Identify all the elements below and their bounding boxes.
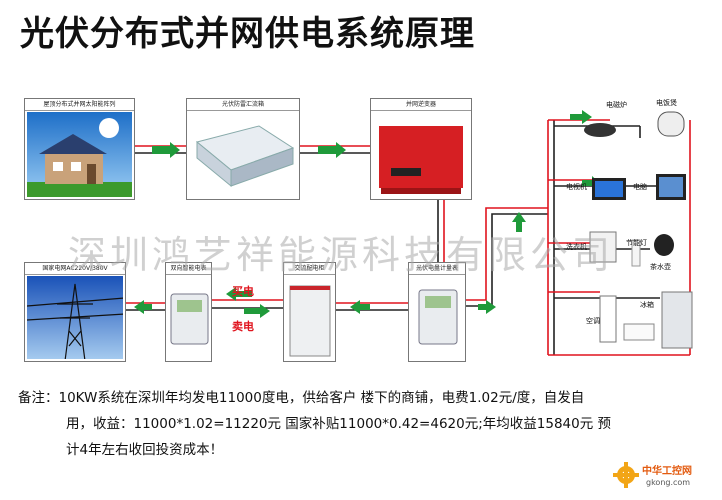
- ac-cabinet-label: 交流配电柜: [284, 263, 335, 275]
- page-title: 光伏分布式并网供电系统原理: [20, 14, 475, 54]
- ac-label: 空调: [586, 317, 600, 325]
- pv-meter-image: [411, 276, 463, 359]
- solar-array-label: 屋顶分布式并网太阳能阵列: [25, 99, 134, 111]
- power-tower-image: [27, 276, 123, 359]
- fridge-label: 冰箱: [640, 301, 654, 309]
- pv-meter-box: 光伏电量计量表: [408, 262, 466, 362]
- inverter-box: 并网逆变器: [370, 98, 472, 200]
- pv-meter-label: 光伏电量计量表: [409, 263, 465, 275]
- note-line-2: 用，收益：11000*1.02=11220元 国家补贴11000*0.42=46…: [66, 416, 612, 432]
- bidirectional-meter-label: 双向智能电表: [166, 263, 211, 275]
- note-line-3: 计4年左右收回投资成本！: [66, 442, 224, 458]
- appliance-icons: [584, 111, 693, 349]
- meter-image: [168, 276, 209, 359]
- gear-icon: [613, 462, 639, 488]
- bidirectional-meter-box: 双向智能电表: [165, 262, 212, 362]
- rice-cooker-label: 电饭煲: [656, 99, 677, 107]
- grid-label: 国家电网AC220V/380V: [25, 263, 125, 275]
- combiner-label: 光伏防雷汇流箱: [187, 99, 299, 111]
- lamp-label: 节能灯: [626, 239, 647, 247]
- ac-cabinet-box: 交流配电柜: [283, 262, 336, 362]
- watermark-text: 深圳鸿艺祥能源科技有限公司: [68, 233, 615, 277]
- inverter-label: 并网逆变器: [371, 99, 471, 111]
- sell-electricity-label: 卖电: [232, 320, 254, 333]
- logo-url: gkong.com: [646, 478, 691, 487]
- solar-array-box: 屋顶分布式并网太阳能阵列: [24, 98, 135, 200]
- kettle-label: 茶水壶: [650, 263, 671, 271]
- induction-cooker-label: 电磁炉: [606, 101, 627, 109]
- tv-label: 电视机: [566, 183, 587, 191]
- buy-electricity-label: 买电: [232, 285, 254, 298]
- note-text: 备注：10KW系统在深圳年均发电11000度电，供给客户 楼下的商铺，电费1.0…: [18, 385, 708, 463]
- site-logo: 中华工控网 gkong.com: [612, 458, 716, 494]
- computer-label: 电脑: [633, 183, 647, 191]
- cabinet-image: [286, 276, 333, 359]
- logo-name: 中华工控网: [642, 466, 692, 477]
- washer-label: 洗衣机: [566, 243, 587, 251]
- inverter-image: [373, 112, 469, 197]
- combiner-image: [189, 112, 297, 197]
- grid-box: 国家电网AC220V/380V: [24, 262, 126, 362]
- note-line-1: 备注：10KW系统在深圳年均发电11000度电，供给客户 楼下的商铺，电费1.0…: [18, 390, 585, 406]
- combiner-box: 光伏防雷汇流箱: [186, 98, 300, 200]
- solar-house-image: [27, 112, 132, 197]
